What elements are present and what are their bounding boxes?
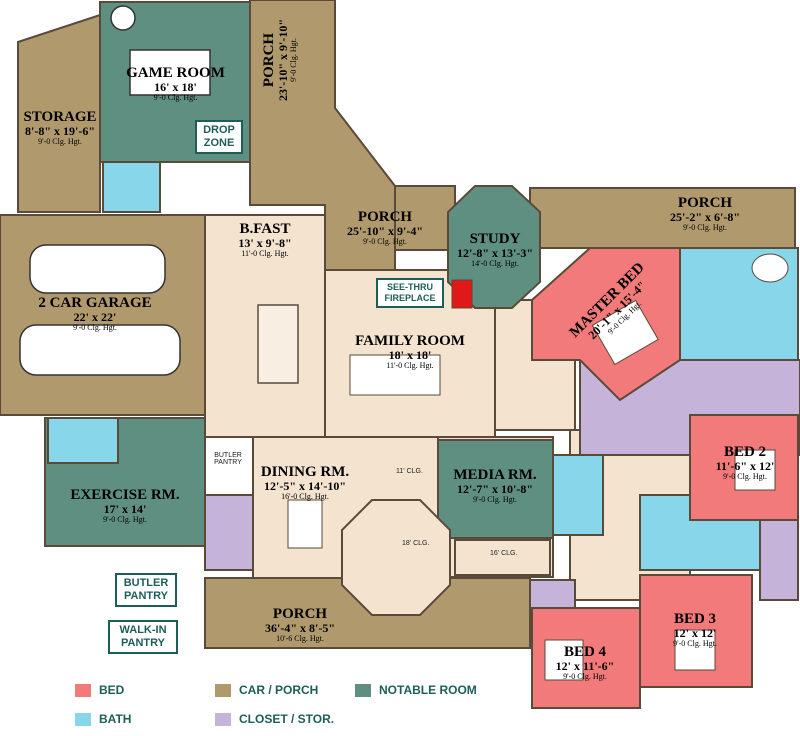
label-bed2: BED 2 11'-6" x 12' 9'-0 Clg. Hgt.	[705, 445, 785, 481]
small-butler-pantry: BUTLER PANTRY	[214, 452, 242, 466]
legend-label: BED	[99, 683, 125, 697]
callout-walkin-pantry: WALK-IN PANTRY	[108, 620, 178, 655]
room-name: PORCH	[261, 32, 277, 88]
legend-swatch-bath	[75, 712, 91, 726]
legend-closet: CLOSET / STOR.	[215, 712, 334, 726]
label-exercise: EXERCISE RM. 17' x 14' 9'-0 Clg. Hgt.	[55, 488, 195, 524]
legend-swatch-car-porch	[215, 683, 231, 697]
legend-bed: BED	[75, 683, 124, 697]
room-size: 18' x 18'	[388, 348, 432, 362]
label-family-room: FAMILY ROOM 18' x 18' 11'-0 Clg. Hgt.	[340, 334, 480, 370]
label-study: STUDY 12'-8" x 13'-3" 14'-0 Clg. Hgt.	[450, 232, 540, 268]
room-name: PORCH	[357, 209, 413, 225]
legend-label: CAR / PORCH	[239, 683, 319, 697]
room-clg: 11'-0 Clg. Hgt.	[386, 361, 434, 370]
room-size: 17' x 14'	[103, 502, 147, 516]
ceiling-16: 16' CLG.	[490, 550, 518, 557]
label-bed3: BED 3 12' x 12' 9'-0 Clg. Hgt.	[655, 612, 735, 648]
fireplace	[451, 279, 473, 309]
room-size: 8'-8" x 19'-6"	[25, 124, 95, 138]
label-bfast: B.FAST 13' x 9'-8" 11'-0 Clg. Hgt.	[215, 222, 315, 258]
room-size: 13' x 9'-8"	[238, 236, 292, 250]
tub	[751, 253, 789, 283]
room-name: STUDY	[469, 231, 521, 247]
legend-label: NOTABLE ROOM	[379, 683, 477, 697]
room-clg: 16'-0 Clg. Hgt.	[281, 492, 329, 501]
room-clg: 11'-0 Clg. Hgt.	[241, 249, 289, 258]
room-clg: 9'-0 Clg. Hgt.	[683, 223, 727, 232]
room-size: 12'-5" x 14'-10"	[264, 479, 346, 493]
porch-areas	[0, 0, 796, 649]
room-clg: 9'-0 Clg. Hgt.	[563, 672, 607, 681]
callout-drop-zone: DROP ZONE	[195, 120, 243, 155]
room-clg: 9'-0 Clg. Hgt.	[673, 639, 717, 648]
room-clg: 9'-0 Clg. Hgt.	[363, 237, 407, 246]
legend-label: BATH	[99, 712, 132, 726]
garage-cars	[19, 244, 181, 376]
room-clg: 9'-0 Clg. Hgt.	[473, 495, 517, 504]
room-size: 12'-7" x 10'-8"	[457, 482, 533, 496]
room-size: 22' x 22'	[73, 310, 117, 324]
room-size: 36'-4" x 8'-5"	[265, 621, 335, 635]
label-porch-top: PORCH 23'-10" x 9'-10" 9'-0 Clg. Hgt.	[261, 10, 298, 110]
legend-swatch-notable	[355, 683, 371, 697]
room-name: DINING RM.	[260, 464, 350, 480]
room-clg: 10'-6 Clg. Hgt.	[276, 634, 324, 643]
room-size: 12' x 11'-6"	[555, 659, 615, 673]
bath-areas	[47, 161, 799, 571]
kitchen-island	[257, 304, 299, 384]
label-storage: STORAGE 8'-8" x 19'-6" 9'-0 Clg. Hgt.	[20, 110, 100, 146]
callout-butler-pantry: BUTLER PANTRY	[115, 573, 177, 608]
legend-swatch-closet	[215, 712, 231, 726]
room-size: 12' x 12'	[673, 626, 717, 640]
legend-swatch-bed	[75, 683, 91, 697]
room-name: PORCH	[272, 606, 328, 622]
room-name: BED 4	[563, 644, 607, 660]
room-name: GAME ROOM	[126, 65, 225, 81]
ceiling-11: 11' CLG.	[396, 468, 423, 475]
room-size: 25'-10" x 9'-4"	[347, 224, 423, 238]
game-table	[129, 49, 211, 96]
label-garage: 2 CAR GARAGE 22' x 22' 9'-0 Clg. Hgt.	[20, 296, 170, 332]
label-media: MEDIA RM. 12'-7" x 10'-8" 9'-0 Clg. Hgt.	[440, 468, 550, 504]
label-porch-bottom: PORCH 36'-4" x 8'-5" 10'-6 Clg. Hgt.	[250, 607, 350, 643]
room-clg: 9'-0 Clg. Hgt.	[289, 38, 298, 82]
room-name: BED 2	[723, 444, 767, 460]
label-game-room: GAME ROOM 16' x 18' 9'-0 Clg. Hgt.	[108, 66, 243, 102]
legend-car-porch: CAR / PORCH	[215, 683, 318, 697]
room-clg: 9'-0 Clg. Hgt.	[723, 472, 767, 481]
room-clg: 9'-0 Clg. Hgt.	[38, 137, 82, 146]
legend-notable: NOTABLE ROOM	[355, 683, 477, 697]
room-clg: 9'-0 Clg. Hgt.	[103, 515, 147, 524]
label-dining: DINING RM. 12'-5" x 14'-10" 16'-0 Clg. H…	[250, 465, 360, 501]
legend-bath: BATH	[75, 712, 131, 726]
room-size: 16' x 18'	[154, 80, 197, 94]
room-name: MEDIA RM.	[453, 467, 537, 483]
room-size: 11'-6" x 12'	[715, 459, 775, 473]
room-name: 2 CAR GARAGE	[38, 295, 152, 311]
room-clg: 9'-0 Clg. Hgt.	[73, 323, 117, 332]
room-name: STORAGE	[23, 109, 97, 125]
ceiling-18: 18' CLG.	[402, 540, 430, 547]
legend-label: CLOSET / STOR.	[239, 712, 335, 726]
game-circle-table	[110, 5, 136, 31]
callout-see-thru-fireplace: SEE-THRU FIREPLACE	[376, 278, 444, 308]
room-size: 23'-10" x 9'-10"	[276, 19, 290, 101]
octagon-sitting	[341, 499, 451, 616]
family-sofa	[349, 354, 441, 396]
room-clg: 9'-0 Clg. Hgt.	[153, 93, 198, 102]
room-size: 12'-8" x 13'-3"	[457, 246, 533, 260]
room-size: 25'-2" x 6'-8"	[670, 210, 740, 224]
label-bed4: BED 4 12' x 11'-6" 9'-0 Clg. Hgt.	[545, 645, 625, 681]
room-name: PORCH	[677, 195, 733, 211]
dining-table	[287, 499, 323, 549]
room-name: EXERCISE RM.	[70, 487, 180, 503]
room-name: BED 3	[673, 611, 717, 627]
room-name: B.FAST	[239, 221, 291, 237]
label-porch-mid: PORCH 25'-10" x 9'-4" 9'-0 Clg. Hgt.	[330, 210, 440, 246]
label-porch-right: PORCH 25'-2" x 6'-8" 9'-0 Clg. Hgt.	[655, 196, 755, 232]
room-clg: 14'-0 Clg. Hgt.	[471, 259, 519, 268]
room-name: FAMILY ROOM	[355, 333, 465, 349]
